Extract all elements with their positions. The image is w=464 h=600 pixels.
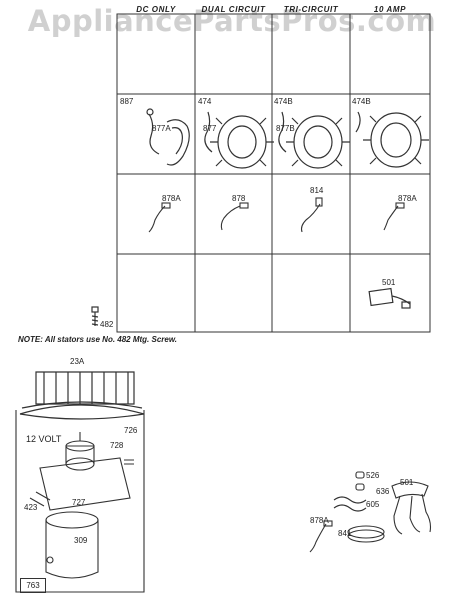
- mounting-note: NOTE: All stators use No. 482 Mtg. Screw…: [18, 335, 177, 344]
- ref-814: 814: [310, 186, 324, 195]
- ref-887: 887: [120, 97, 134, 106]
- ref-878a-kit: 878A: [310, 516, 329, 525]
- column-header-10-amp: 10 AMP: [373, 5, 407, 14]
- stator-tri-drawing: [278, 111, 350, 169]
- lead-drawings: [148, 197, 405, 233]
- rectifier-kit-drawing: [309, 471, 432, 553]
- column-header-dual-circuit: DUAL CIRCUIT: [201, 5, 266, 14]
- ref-474b-tri: 474B: [274, 97, 293, 106]
- starter-drawing: [15, 410, 145, 593]
- parts-grid: [116, 13, 431, 333]
- ref-877b: 877B: [276, 124, 295, 133]
- ref-23a: 23A: [70, 357, 85, 366]
- ref-727: 727: [72, 498, 86, 507]
- ref-841: 841: [338, 529, 352, 538]
- flywheel-drawing: [19, 371, 145, 420]
- ref-482: 482: [100, 320, 114, 329]
- rectifier-10amp-drawing: [368, 287, 411, 309]
- ref-636: 636: [376, 487, 390, 496]
- ref-763: 763: [20, 578, 46, 593]
- stator-dual-drawing: [204, 111, 274, 169]
- ref-526: 526: [366, 471, 380, 480]
- ref-878a-10amp: 878A: [398, 194, 417, 203]
- ref-501: 501: [400, 478, 414, 487]
- screw-482-drawing: [91, 306, 99, 326]
- stator-10amp-drawing: [355, 111, 429, 168]
- stator-dc-drawing: [146, 108, 190, 166]
- ref-878: 878: [232, 194, 246, 203]
- column-header-tri-circuit: TRI-CIRCUIT: [283, 5, 339, 14]
- ref-726: 726: [124, 426, 138, 435]
- ref-423: 423: [24, 503, 38, 512]
- ref-501-10amp: 501: [382, 278, 396, 287]
- voltage-label: 12 VOLT: [26, 434, 62, 444]
- ref-877a: 877A: [152, 124, 171, 133]
- ref-605: 605: [366, 500, 380, 509]
- ref-877: 877: [203, 124, 217, 133]
- ref-878a-dc: 878A: [162, 194, 181, 203]
- ref-474b-10amp: 474B: [352, 97, 371, 106]
- ref-309: 309: [74, 536, 88, 545]
- ref-728: 728: [110, 441, 124, 450]
- ref-474: 474: [198, 97, 212, 106]
- column-header-dc-only: DC ONLY: [136, 5, 176, 14]
